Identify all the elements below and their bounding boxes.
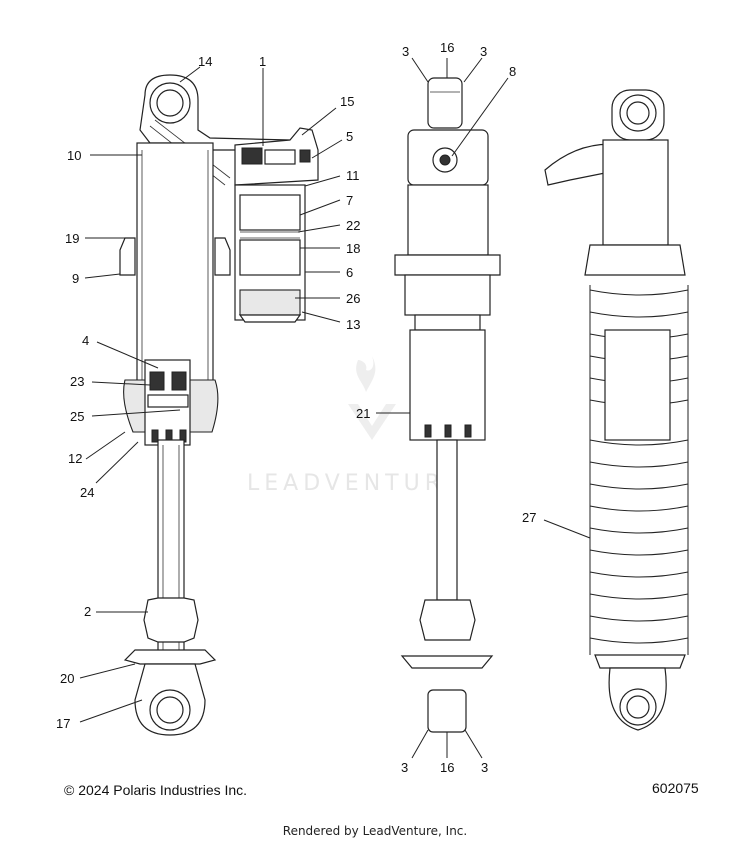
- figure-number: 602075: [652, 780, 699, 796]
- callout-12: 12: [68, 451, 82, 466]
- callout-3-top-right: 3: [480, 44, 487, 59]
- callout-11: 11: [346, 168, 360, 183]
- callout-23: 23: [70, 374, 84, 389]
- callout-17: 17: [56, 716, 70, 731]
- callout-8: 8: [509, 64, 516, 79]
- callout-6: 6: [346, 265, 353, 280]
- callout-9: 9: [72, 271, 79, 286]
- callout-21: 21: [356, 406, 370, 421]
- leader-lines: [79, 57, 591, 759]
- callout-5: 5: [346, 129, 353, 144]
- callout-3-bottom-right: 3: [481, 760, 488, 775]
- watermark-text: LEADVENTURE: [247, 471, 464, 496]
- callout-16-top: 16: [440, 40, 454, 55]
- callout-19: 19: [65, 231, 79, 246]
- callout-3-bottom-left: 3: [401, 760, 408, 775]
- callout-2: 2: [84, 604, 91, 619]
- callout-10: 10: [67, 148, 81, 163]
- callout-18: 18: [346, 241, 360, 256]
- callout-3-top-left: 3: [402, 44, 409, 59]
- callout-7: 7: [346, 193, 353, 208]
- center-shock-view: [394, 77, 501, 733]
- callout-22: 22: [346, 218, 360, 233]
- leadventure-watermark: LEADVENTURE: [247, 356, 464, 496]
- callout-27: 27: [522, 510, 536, 525]
- right-shock-with-spring: [544, 89, 689, 731]
- callout-15: 15: [340, 94, 354, 109]
- callout-20: 20: [60, 671, 74, 686]
- callout-14: 14: [198, 54, 212, 69]
- left-shock-section: [119, 74, 319, 736]
- copyright-text: © 2024 Polaris Industries Inc.: [64, 782, 248, 798]
- callout-1: 1: [259, 54, 266, 69]
- callout-13: 13: [346, 317, 360, 332]
- rendered-by-text: Rendered by LeadVenture, Inc.: [282, 824, 468, 838]
- callout-24: 24: [80, 485, 94, 500]
- callout-labels: 14 1 15 5 10 11 7 22 19 18 9 6 26 13 4 2…: [56, 40, 536, 775]
- callout-26: 26: [346, 291, 360, 306]
- callout-4: 4: [82, 333, 89, 348]
- callout-16-bottom: 16: [440, 760, 454, 775]
- callout-25: 25: [70, 409, 84, 424]
